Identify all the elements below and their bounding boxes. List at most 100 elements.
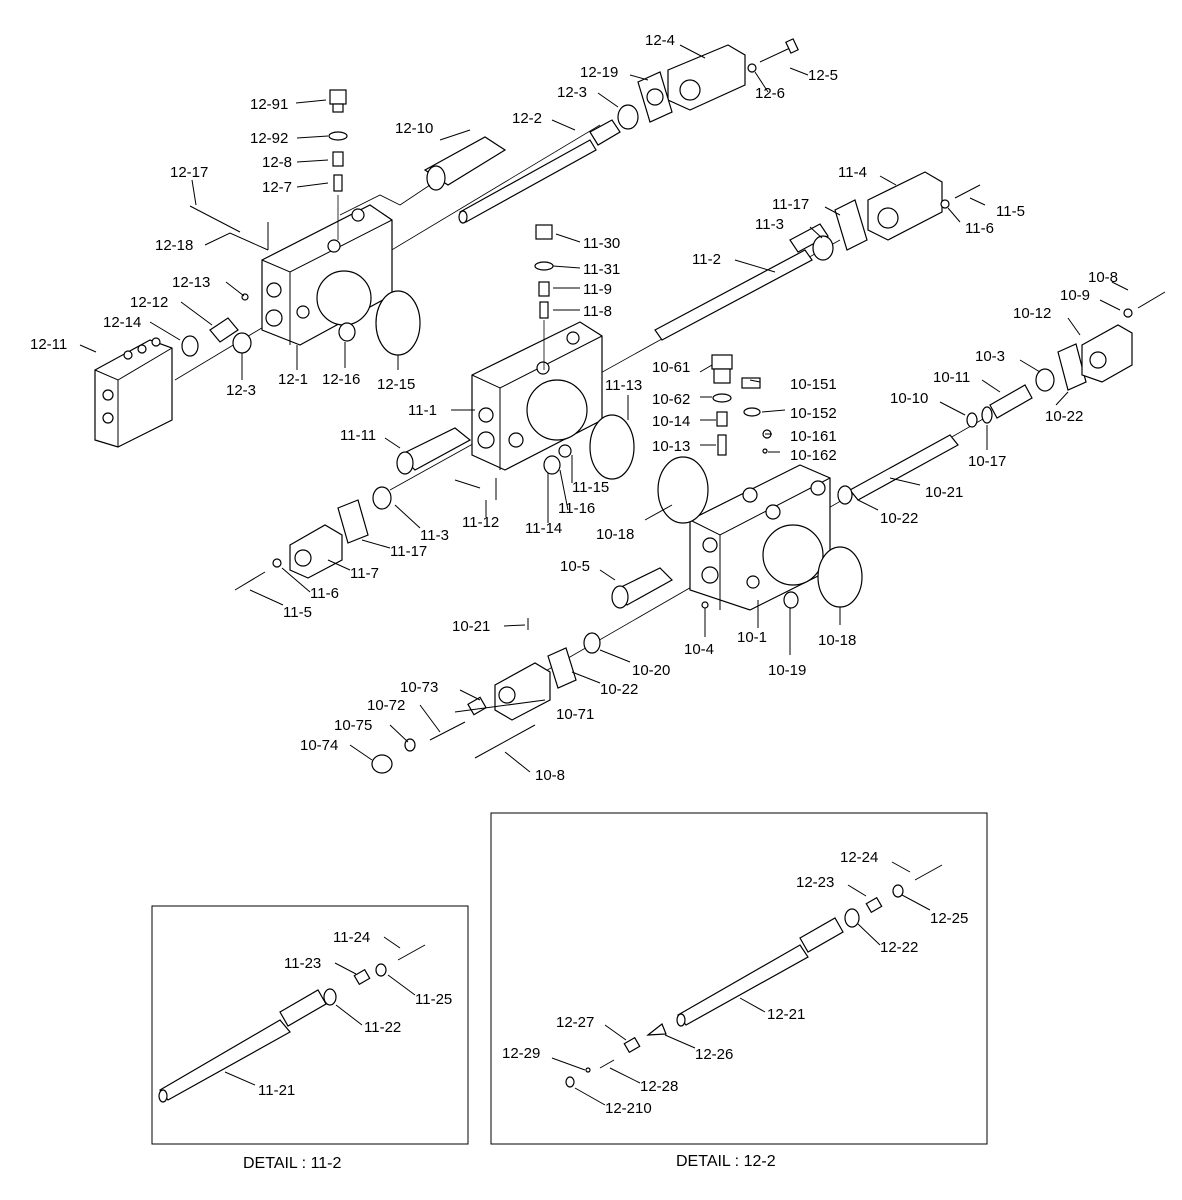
o-ring-10-18b (817, 546, 863, 608)
label-11-9: 11-9 (583, 281, 612, 298)
spool-10-21a (849, 434, 959, 501)
label-d12-28: 12-28 (640, 1078, 678, 1095)
ball-10-162 (762, 448, 768, 454)
plug-10-61 (711, 354, 733, 370)
label-12-3b: 12-3 (226, 382, 256, 399)
label-d12-25: 12-25 (930, 910, 968, 927)
spring-10-73 (467, 696, 487, 716)
d-spring-12-23 (865, 896, 883, 914)
detail-11-2 (151, 905, 469, 1145)
o-ring-12-16 (338, 322, 356, 342)
plug-10-74 (371, 754, 393, 774)
o-ring-10-20 (583, 632, 601, 654)
cartridge-10-5 (611, 567, 673, 609)
label-10-17: 10-17 (968, 453, 1006, 470)
label-12-3a: 12-3 (557, 84, 587, 101)
cap-11-7 (289, 524, 343, 579)
label-11-4: 11-4 (838, 164, 867, 181)
label-11-14: 11-14 (525, 520, 562, 537)
label-10-151: 10-151 (790, 376, 837, 393)
detail-12-2 (490, 812, 988, 1145)
washer-11-6b (272, 558, 282, 568)
label-12-14: 12-14 (103, 314, 141, 331)
d-pin-11-24 (397, 944, 426, 961)
section-12 (79, 38, 809, 448)
plug-12-91 (329, 89, 347, 113)
spring-12-8 (332, 151, 344, 167)
label-12-8: 12-8 (262, 154, 292, 171)
label-11-2: 11-2 (692, 251, 721, 268)
label-d12-22: 12-22 (880, 939, 918, 956)
label-10-5: 10-5 (560, 558, 590, 575)
d-plug-12-210 (565, 1076, 575, 1088)
label-10-71: 10-71 (556, 706, 594, 723)
o-ring-11-15 (558, 444, 572, 458)
cover-block-12-11 (94, 337, 173, 448)
label-11-1: 11-1 (408, 402, 437, 419)
valve-body-12-1 (261, 204, 393, 346)
o-ring-11-3a (812, 235, 834, 261)
label-12-11: 12-11 (30, 336, 67, 353)
gasket-10-22a (1057, 343, 1087, 391)
label-10-21a: 10-21 (925, 484, 963, 501)
label-11-15: 11-15 (572, 479, 609, 496)
label-11-17a: 11-17 (772, 196, 809, 213)
label-12-5: 12-5 (808, 67, 838, 84)
cartridge-11-11 (396, 427, 472, 475)
d-pin-12-28 (599, 1059, 615, 1069)
d-spring-12-27 (623, 1036, 641, 1054)
label-12-91: 12-91 (250, 96, 288, 113)
label-10-4: 10-4 (684, 641, 714, 658)
label-11-6b: 11-6 (310, 585, 339, 602)
washer-12-6 (747, 63, 757, 73)
callout-labels: 12-4 12-5 12-6 12-19 12-3 12-91 12-10 12… (30, 32, 1118, 1117)
valve-body-10-1 (689, 464, 831, 611)
section-10 (349, 281, 1166, 774)
label-10-72: 10-72 (367, 697, 405, 714)
label-d12-29: 12-29 (502, 1045, 540, 1062)
spring-11-9 (538, 281, 550, 297)
check-12-12 (209, 317, 239, 343)
label-11-3b: 11-3 (420, 527, 449, 544)
plug-10-151 (741, 377, 761, 389)
cap-10-71 (494, 662, 551, 721)
label-10-74: 10-74 (300, 737, 338, 754)
label-d12-21: 12-21 (767, 1006, 805, 1023)
label-d11-21: 11-21 (258, 1082, 295, 1099)
bolt-12-5 (759, 38, 799, 63)
label-10-162: 10-162 (790, 447, 837, 464)
bolt-11-12a (454, 479, 481, 489)
o-ring-10-62 (712, 393, 732, 403)
label-10-21b: 10-21 (452, 618, 490, 635)
valve-body-11-1 (471, 321, 603, 471)
label-10-8a: 10-8 (1088, 269, 1118, 286)
label-10-152: 10-152 (790, 405, 837, 422)
label-d11-25: 11-25 (415, 991, 452, 1008)
bolt-11-5a (954, 184, 981, 199)
spool-12-2 (458, 119, 621, 224)
label-d11-24: 11-24 (333, 929, 370, 946)
detail-11-2-frame (151, 905, 469, 1145)
label-10-161: 10-161 (790, 428, 837, 445)
caption-detail-11-2: DETAIL : 11-2 (243, 1155, 342, 1172)
spring-10-11 (989, 384, 1033, 419)
o-ring-12-3b (232, 332, 252, 354)
detail-12-2-frame (490, 812, 988, 1145)
cap-11-4 (867, 171, 943, 241)
label-10-8b: 10-8 (535, 767, 565, 784)
caption-detail-12-2: DETAIL : 12-2 (676, 1153, 776, 1170)
label-10-22c: 10-22 (600, 681, 638, 698)
label-10-19: 10-19 (768, 662, 806, 679)
label-10-20: 10-20 (632, 662, 670, 679)
label-11-16: 11-16 (558, 500, 595, 517)
plug-11-30 (535, 224, 553, 240)
washer-11-6a (940, 199, 950, 209)
d-ball-12-29 (585, 1067, 591, 1073)
label-11-30: 11-30 (583, 235, 620, 252)
washer-10-10 (966, 412, 978, 428)
d-pin-12-24 (914, 864, 943, 881)
gasket-10-22c (547, 647, 577, 689)
o-ring-11-13 (589, 414, 635, 480)
o-ring-12-15 (375, 290, 421, 356)
label-10-14: 10-14 (652, 413, 690, 430)
